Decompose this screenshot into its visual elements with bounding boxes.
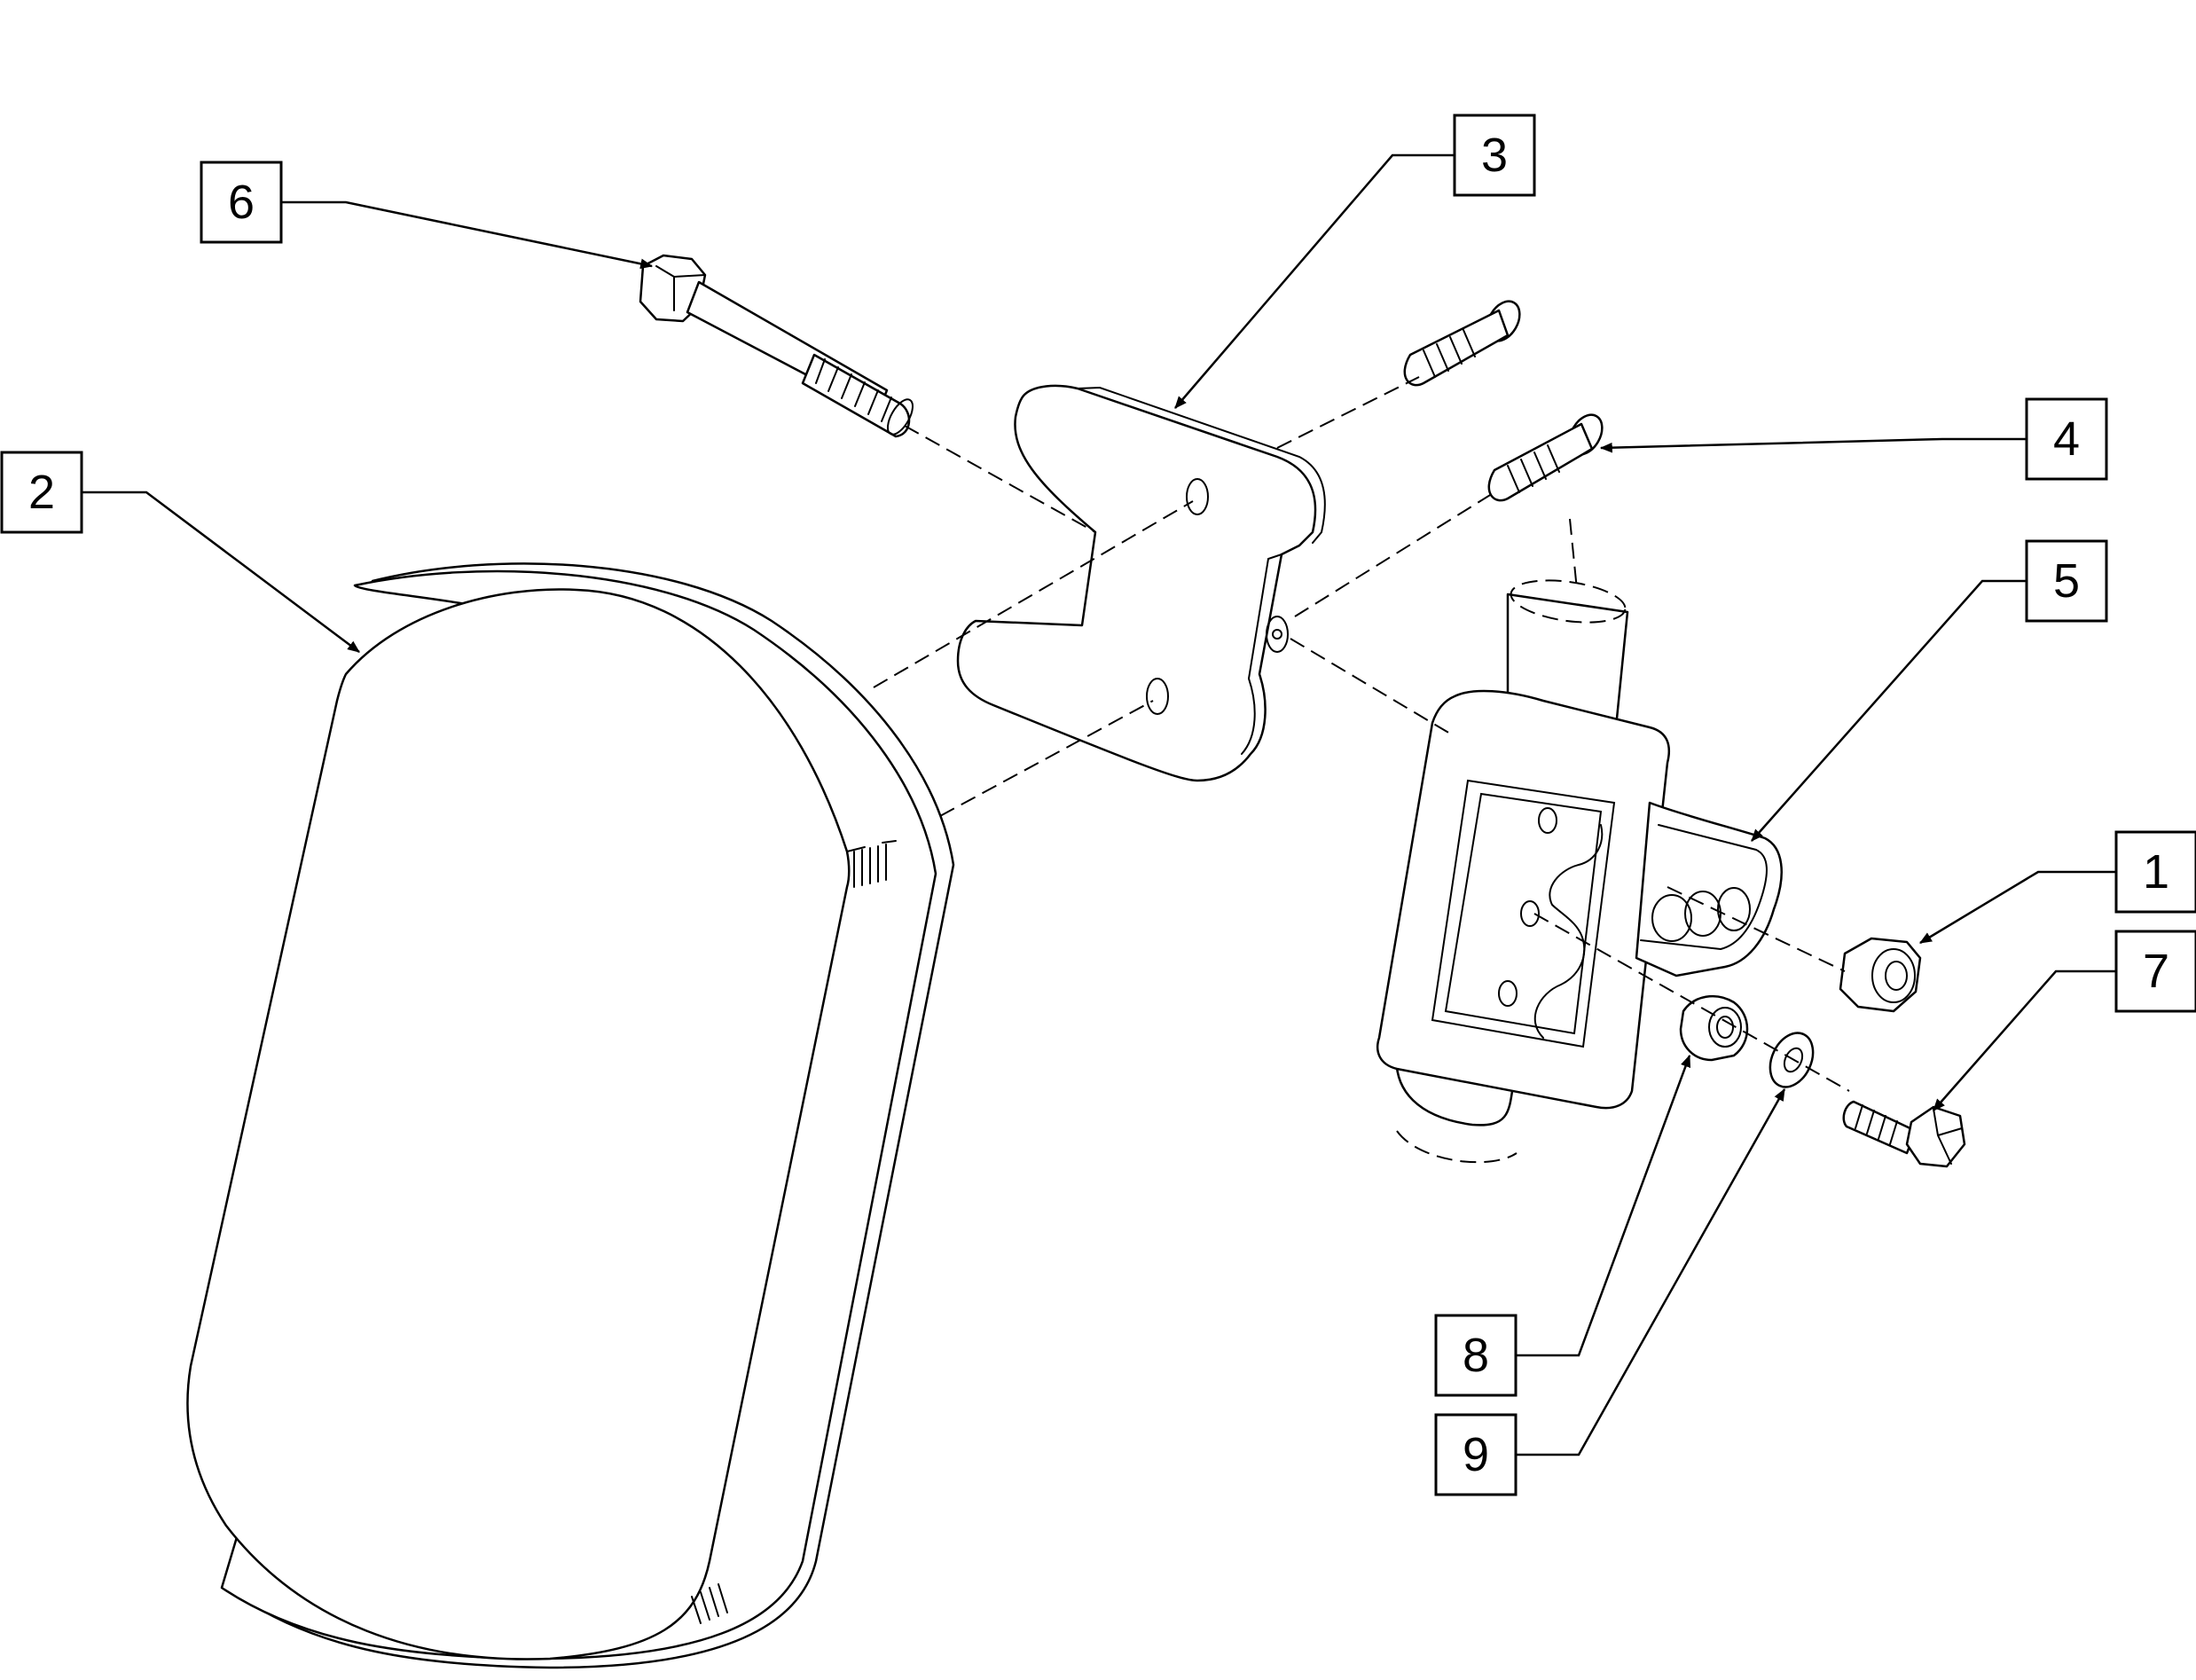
callout-9-label: 9 bbox=[1463, 1428, 1489, 1481]
callout-7: 7 bbox=[2114, 930, 2196, 1013]
callout-4-label: 4 bbox=[2053, 412, 2080, 466]
callout-8-label: 8 bbox=[1463, 1329, 1489, 1382]
callout-4: 4 bbox=[2025, 397, 2108, 481]
nut-part bbox=[1839, 937, 1922, 1013]
spacer-part bbox=[1679, 995, 1749, 1062]
assembly-lines bbox=[873, 376, 1850, 1092]
callout-6-label: 6 bbox=[228, 176, 255, 229]
mounting-plate-part bbox=[956, 384, 1326, 782]
screw-upper-part bbox=[1403, 300, 1521, 387]
leader-lines bbox=[82, 153, 2116, 1456]
callout-3: 3 bbox=[1453, 114, 1536, 197]
callout-8: 8 bbox=[1434, 1314, 1518, 1397]
callout-9: 9 bbox=[1434, 1413, 1518, 1496]
callout-5: 5 bbox=[2025, 539, 2108, 623]
callout-6: 6 bbox=[200, 161, 283, 244]
callout-3-label: 3 bbox=[1481, 129, 1508, 182]
callout-2-label: 2 bbox=[28, 466, 55, 519]
long-bolt-part bbox=[639, 254, 914, 438]
pad-part bbox=[186, 562, 955, 1669]
screw-lower-part bbox=[1487, 413, 1604, 502]
callout-1: 1 bbox=[2114, 830, 2196, 914]
callout-7-label: 7 bbox=[2143, 945, 2169, 998]
washer-part bbox=[1769, 1032, 1815, 1088]
hex-bolt-part bbox=[1842, 1100, 1966, 1168]
callout-2: 2 bbox=[0, 451, 83, 534]
callout-1-label: 1 bbox=[2143, 845, 2169, 899]
clamp-part bbox=[1376, 579, 1783, 1164]
callout-5-label: 5 bbox=[2053, 554, 2080, 608]
